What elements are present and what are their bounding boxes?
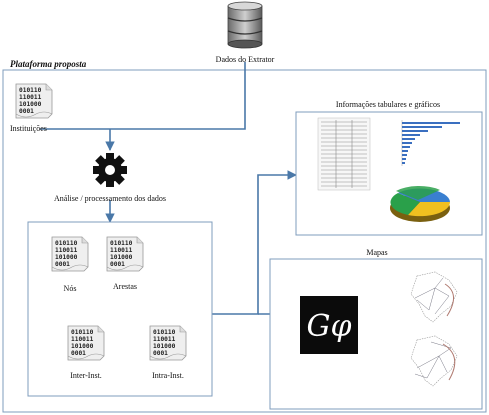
arestas-file-icon: 010110 110011 101000 0001 (106, 236, 144, 272)
gear-icon (93, 153, 127, 187)
svg-text:010110: 010110 (19, 87, 42, 94)
svg-text:110011: 110011 (55, 247, 78, 254)
svg-text:0001: 0001 (19, 108, 34, 115)
intra-label: Intra-Inst. (152, 371, 184, 380)
source-label: Dados do Extrator (215, 55, 275, 64)
svg-text:110011: 110011 (110, 247, 133, 254)
svg-text:110011: 110011 (71, 336, 94, 343)
svg-text:101000: 101000 (153, 343, 176, 350)
database-icon (227, 1, 263, 49)
svg-text:010110: 010110 (71, 329, 94, 336)
bar-chart-thumbnail (401, 120, 460, 166)
svg-text:110011: 110011 (153, 336, 176, 343)
gephi-logo: Gφ (300, 296, 358, 354)
intra-file-icon: 010110 110011 101000 0001 (149, 325, 187, 361)
map-thumbnail-bottom (410, 335, 458, 387)
inter-file-icon: 010110 110011 101000 0001 (67, 325, 105, 361)
nos-label: Nós (63, 284, 77, 293)
analysis-label: Análise / processamento dos dados (54, 194, 166, 203)
institutions-label: Instituições (10, 124, 47, 133)
svg-text:110011: 110011 (19, 94, 42, 101)
svg-text:0001: 0001 (55, 261, 70, 268)
svg-text:010110: 010110 (55, 240, 78, 247)
svg-text:101000: 101000 (19, 101, 42, 108)
nos-file-icon: 010110 110011 101000 0001 (51, 236, 89, 272)
svg-text:0001: 0001 (110, 261, 125, 268)
svg-text:101000: 101000 (55, 254, 78, 261)
svg-text:0001: 0001 (153, 350, 168, 357)
svg-text:0001: 0001 (71, 350, 86, 357)
map-thumbnail-top (410, 271, 458, 323)
inter-label: Inter-Inst. (70, 371, 102, 380)
svg-text:101000: 101000 (71, 343, 94, 350)
svg-text:Gφ: Gφ (307, 309, 352, 344)
tabular-panel-title: Informações tabulares e gráficos (335, 100, 441, 109)
platform-title: Plataforma proposta (10, 59, 87, 69)
svg-text:101000: 101000 (110, 254, 133, 261)
institutions-file-icon: 010110 110011 101000 0001 (15, 83, 53, 119)
svg-text:010110: 010110 (153, 329, 176, 336)
table-thumbnail (317, 117, 371, 191)
maps-panel-title: Mapas (366, 248, 388, 257)
svg-text:010110: 010110 (110, 240, 133, 247)
arestas-label: Arestas (113, 282, 137, 291)
pie-chart-icon (390, 185, 451, 222)
